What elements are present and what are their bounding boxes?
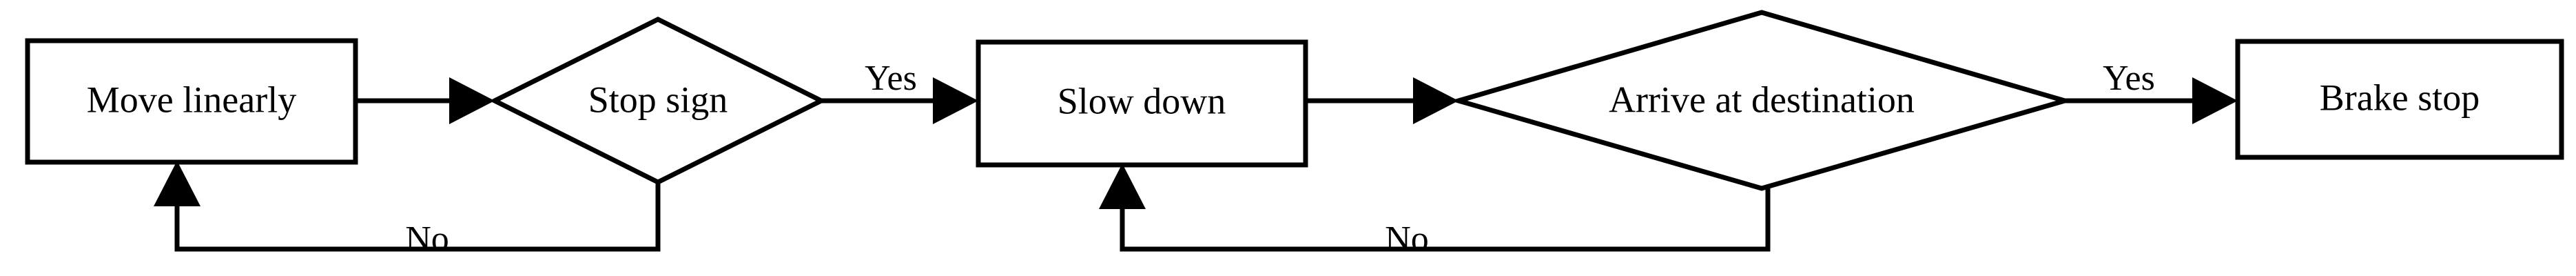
node-label-stop-sign: Stop sign — [588, 79, 728, 120]
node-label-arrive-at-destination: Arrive at destination — [1609, 79, 1915, 120]
edge-line — [1120, 188, 1771, 252]
node-shape-rectangle[interactable] — [25, 38, 358, 165]
node-label-brake-stop: Brake stop — [2320, 77, 2480, 118]
edge-line — [174, 181, 661, 252]
node-label-move-linearly: Move linearly — [87, 79, 296, 120]
node-brake-stop[interactable]: Brake stop — [2235, 39, 2564, 160]
node-shape-rectangle[interactable] — [976, 39, 1308, 168]
edge-label-arrive-yes: Yes — [2103, 59, 2155, 98]
edge-arrive-yes-to-brake — [2065, 77, 2238, 124]
node-label-slow-down: Slow down — [1058, 80, 1226, 121]
node-shape-rectangle[interactable] — [2235, 39, 2564, 160]
edge-move-to-stopsign — [356, 77, 495, 124]
edge-slowdown-to-arrive — [1306, 77, 1459, 124]
arrow-head-icon — [154, 161, 200, 206]
edge-stopsign-no-to-move — [154, 161, 661, 252]
arrow-head-icon — [2192, 77, 2238, 124]
arrow-head-icon — [1413, 77, 1459, 124]
node-stop-sign[interactable]: Stop sign — [489, 17, 827, 185]
arrow-head-icon — [449, 77, 495, 124]
edge-label-stopsign-yes: Yes — [865, 59, 917, 98]
arrow-head-icon — [1099, 164, 1146, 209]
node-slow-down[interactable]: Slow down — [976, 39, 1308, 168]
node-shape-diamond[interactable] — [489, 17, 827, 185]
arrow-head-icon — [933, 77, 978, 124]
edge-label-arrive-no: No — [1385, 219, 1429, 259]
edge-label-stopsign-no: No — [405, 219, 449, 259]
edge-stopsign-yes-to-slowdown — [821, 77, 978, 124]
node-move-linearly[interactable]: Move linearly — [25, 38, 358, 165]
edge-arrive-no-to-slowdown — [1099, 164, 1771, 252]
node-arrive-at-destination[interactable]: Arrive at destination — [1450, 10, 2074, 191]
node-shape-diamond[interactable] — [1450, 10, 2074, 191]
